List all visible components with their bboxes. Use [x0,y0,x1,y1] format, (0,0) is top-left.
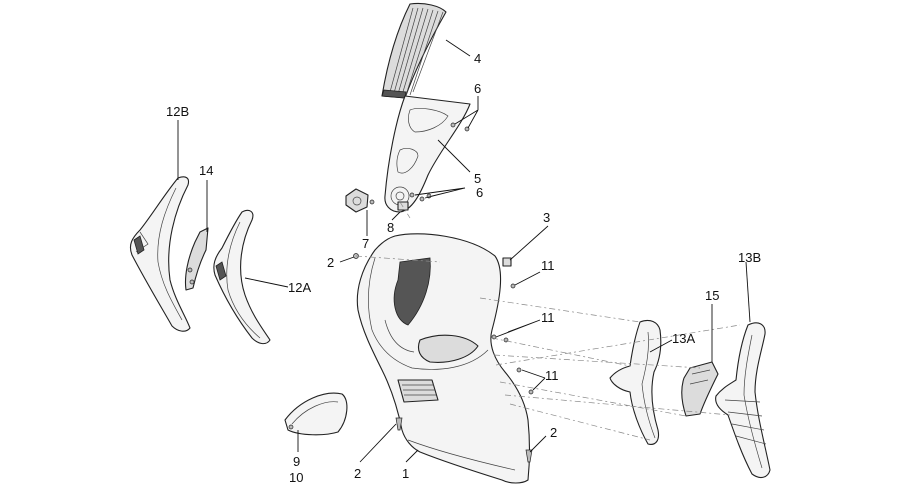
part-12b-side-panel [129,176,191,332]
part-13a-trim [609,319,662,445]
label-15: 15 [705,288,719,303]
label-3: 3 [543,210,550,225]
label-13a: 13A [672,331,695,346]
screws-misc [353,253,534,463]
label-6-top: 6 [474,81,481,96]
label-2-bottom: 2 [354,466,361,481]
label-4: 4 [474,51,481,66]
part-13b-trim [715,322,771,479]
label-12a: 12A [288,280,311,295]
label-2-left: 2 [327,255,334,270]
leader-lines [177,39,751,463]
alignment-lines [355,201,741,441]
part-4-grille [381,2,447,99]
label-9: 9 [293,454,300,469]
part-8-clip [397,201,409,211]
part-7-nut [345,188,375,213]
label-2-right: 2 [550,425,557,440]
label-11-mid: 11 [541,310,555,325]
part-1-front-shield [356,233,531,484]
label-5: 5 [474,171,481,186]
label-1: 1 [402,466,409,481]
label-8: 8 [387,220,394,235]
part-12a-side-panel [213,209,271,345]
label-7: 7 [362,236,369,251]
label-11-bottom: 11 [545,368,559,383]
label-11-top: 11 [541,258,555,273]
label-12b: 12B [166,104,189,119]
part-15-housing [681,361,719,417]
label-10: 10 [289,470,303,485]
part-9-lens [284,392,348,436]
label-13b: 13B [738,250,761,265]
part-14-bracket [184,227,209,291]
label-14: 14 [199,163,213,178]
label-6-mid: 6 [476,185,483,200]
part-labels: 4 6 5 6 7 8 2 3 11 11 11 12B 14 12A 13A … [166,51,761,485]
